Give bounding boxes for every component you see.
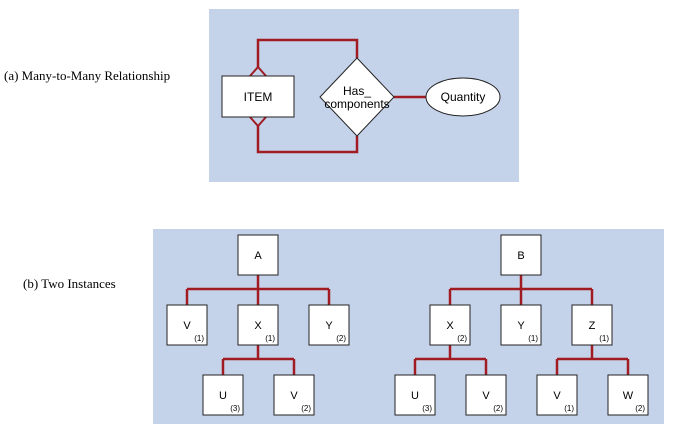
tree-node	[465, 374, 507, 416]
tree-node-quantity: (1)	[194, 334, 204, 343]
attribute-quantity	[425, 77, 501, 117]
relationship-diamond	[319, 57, 395, 137]
er-top-link	[256, 38, 359, 67]
tree-node-quantity: (2)	[635, 404, 645, 413]
tree-node-label: V	[290, 390, 298, 402]
tree-root-label: A	[254, 250, 262, 262]
tree-node-label: X	[254, 320, 262, 332]
tree-node	[536, 374, 578, 416]
tree-node-label: U	[219, 390, 227, 402]
tree-node	[308, 304, 350, 346]
tree-node-label: V	[183, 320, 191, 332]
tree-node-quantity: (2)	[301, 404, 311, 413]
attribute-quantity-label: Quantity	[441, 90, 486, 104]
tree-node-quantity: (2)	[336, 334, 346, 343]
instance-trees: AV(1)X(1)U(3)V(2)Y(2)BX(2)U(3)V(2)Y(1)Z(…	[166, 234, 649, 416]
tree-node-quantity: (1)	[528, 334, 538, 343]
tree-root-label: B	[517, 250, 524, 262]
tree-node-label: U	[411, 390, 419, 402]
tree-node-label: V	[553, 390, 561, 402]
tree-node	[237, 304, 279, 346]
tree-node	[571, 304, 613, 346]
tree-root-node	[237, 234, 279, 276]
tree-node-quantity: (3)	[230, 404, 240, 413]
tree-node	[166, 304, 208, 346]
tree-node-quantity: (2)	[493, 404, 503, 413]
tree-node-quantity: (1)	[564, 404, 574, 413]
tree-node	[273, 374, 315, 416]
crows-foot-top	[249, 65, 267, 77]
tree-node-quantity: (2)	[457, 334, 467, 343]
tree-node	[500, 304, 542, 346]
caption-b: (b) Two Instances	[23, 276, 116, 291]
tree-node-label: Z	[589, 320, 596, 332]
tree-node-quantity: (1)	[265, 334, 275, 343]
tree-node-label: X	[446, 320, 454, 332]
tree-node	[202, 374, 244, 416]
tree-node	[394, 374, 436, 416]
entity-item	[221, 75, 295, 118]
tree-node-quantity: (1)	[599, 334, 609, 343]
entity-item-label: ITEM	[244, 90, 273, 104]
tree-node-quantity: (3)	[422, 404, 432, 413]
tree-node-label: Y	[325, 320, 333, 332]
relationship-label-line1: Has_	[343, 84, 371, 98]
tree-node	[607, 374, 649, 416]
caption-a: (a) Many-to-Many Relationship	[4, 68, 171, 83]
tree-root-node	[500, 234, 542, 276]
er-bottom-link	[256, 125, 359, 154]
crows-foot-bottom	[249, 116, 267, 128]
tree-node	[429, 304, 471, 346]
tree-node-label: W	[623, 390, 634, 402]
tree-node-label: Y	[517, 320, 525, 332]
relationship-label-line2: components	[324, 97, 389, 111]
tree-node-label: V	[482, 390, 490, 402]
